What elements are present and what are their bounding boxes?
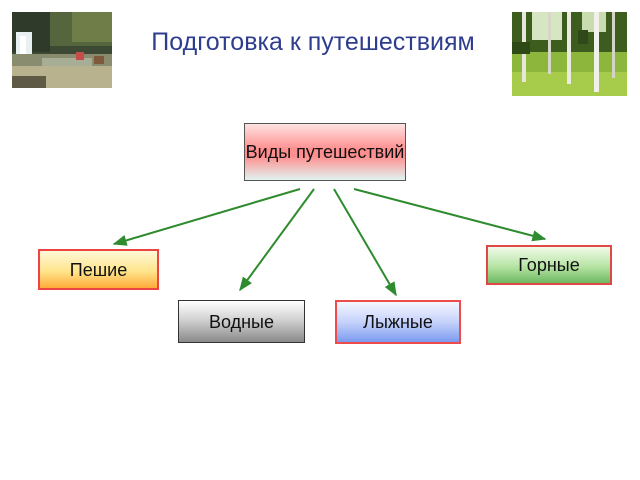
root-node-label: Виды путешествий: [245, 142, 405, 162]
arrow-to-water: [239, 188, 315, 292]
slide-title: Подготовка к путешествиям: [151, 28, 475, 56]
forest-photo: [512, 12, 627, 96]
waterfall-photo: [12, 12, 112, 88]
root-node: Виды путешествий: [244, 123, 406, 181]
node-water-travel-label: Водные: [208, 311, 274, 332]
node-ski-travel-label: Лыжные: [363, 312, 433, 332]
node-mountain-travel: Горные: [486, 245, 612, 285]
arrow-to-foot: [112, 188, 301, 246]
arrow-to-ski: [333, 188, 397, 297]
node-foot-travel: Пешие: [38, 249, 159, 290]
node-mountain-travel-label: Горные: [518, 255, 580, 275]
node-ski-travel: Лыжные: [335, 300, 461, 344]
node-water-travel: Водные: [178, 300, 305, 343]
node-foot-travel-label: Пешие: [69, 259, 128, 280]
arrow-to-mountain: [353, 188, 547, 242]
